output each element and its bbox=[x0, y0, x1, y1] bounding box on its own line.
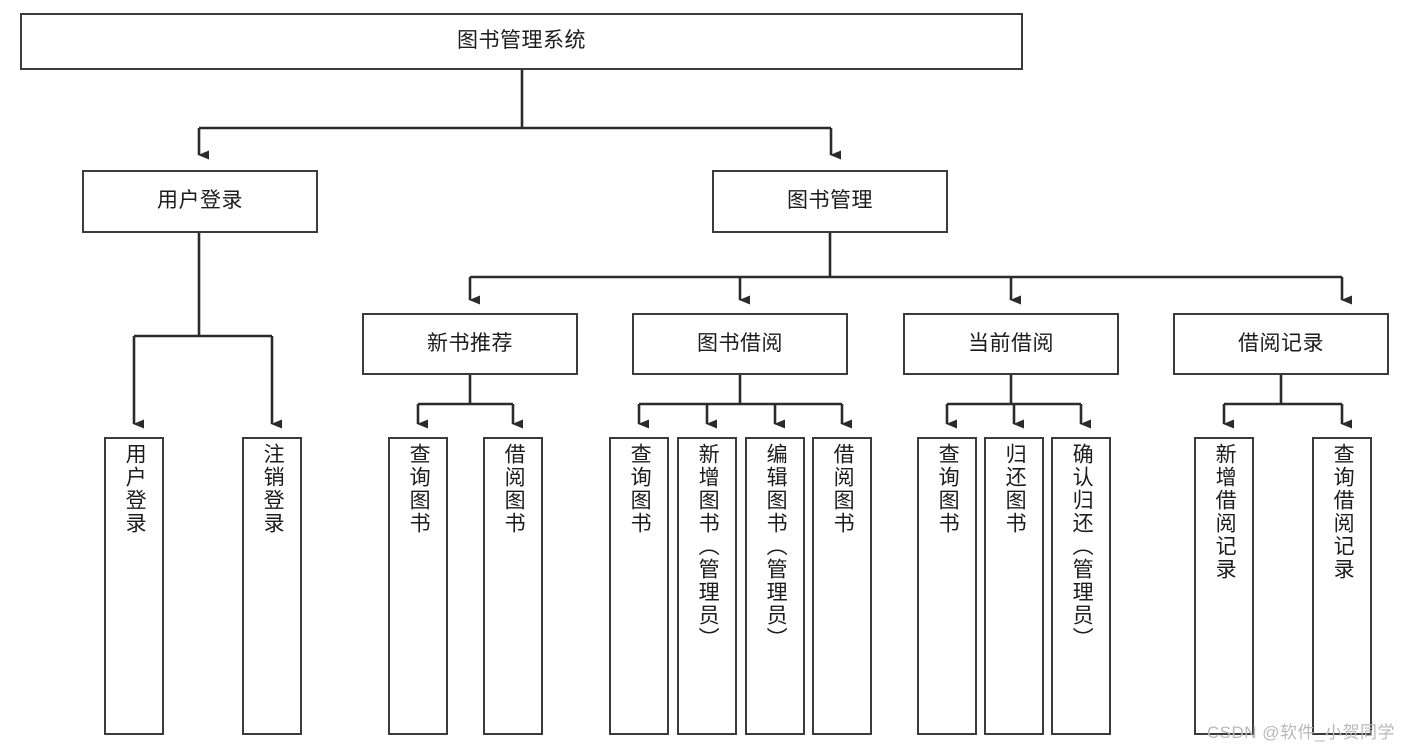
node-label: 用户登录 bbox=[157, 189, 243, 213]
node-label: 新增借阅记录 bbox=[1213, 443, 1237, 581]
leaf-borrow-borrow-book[interactable]: 借阅图书 bbox=[812, 437, 872, 735]
node-label: 查询借阅记录 bbox=[1331, 443, 1355, 581]
leaf-current-query-book[interactable]: 查询图书 bbox=[917, 437, 977, 735]
node-label: 用户登录 bbox=[123, 443, 147, 535]
node-label: 新增图书（管理员） bbox=[696, 443, 720, 650]
node-label: 图书管理 bbox=[787, 189, 873, 213]
node-label: 当前借阅 bbox=[968, 331, 1054, 355]
node-label: 图书管理系统 bbox=[457, 29, 586, 53]
node-new-book-recommend[interactable]: 新书推荐 bbox=[362, 313, 578, 375]
node-borrow-record[interactable]: 借阅记录 bbox=[1173, 313, 1389, 375]
leaf-record-add-borrow-record[interactable]: 新增借阅记录 bbox=[1194, 437, 1254, 735]
leaf-record-query-borrow-record[interactable]: 查询借阅记录 bbox=[1312, 437, 1372, 735]
leaf-user-logout[interactable]: 注销登录 bbox=[242, 437, 302, 735]
node-user-login[interactable]: 用户登录 bbox=[82, 170, 318, 233]
leaf-user-login[interactable]: 用户登录 bbox=[104, 437, 164, 735]
node-label: 查询图书 bbox=[936, 443, 960, 535]
node-label: 借阅图书 bbox=[831, 443, 855, 535]
node-label: 查询图书 bbox=[407, 443, 431, 535]
node-label: 新书推荐 bbox=[427, 331, 513, 355]
leaf-current-return-book[interactable]: 归还图书 bbox=[984, 437, 1044, 735]
node-current-borrow[interactable]: 当前借阅 bbox=[903, 313, 1119, 375]
leaf-current-confirm-return-admin[interactable]: 确认归还（管理员） bbox=[1051, 437, 1111, 735]
node-label: 确认归还（管理员） bbox=[1070, 443, 1094, 650]
node-label: 图书借阅 bbox=[697, 331, 783, 355]
node-label: 归还图书 bbox=[1003, 443, 1027, 535]
leaf-borrow-add-book-admin[interactable]: 新增图书（管理员） bbox=[677, 437, 737, 735]
node-label: 借阅图书 bbox=[502, 443, 526, 535]
node-label: 编辑图书（管理员） bbox=[764, 443, 788, 650]
node-book-borrow[interactable]: 图书借阅 bbox=[632, 313, 848, 375]
leaf-recommend-query-book[interactable]: 查询图书 bbox=[388, 437, 448, 735]
csdn-watermark: CSDN @软件_小贺同学 bbox=[1206, 723, 1395, 742]
node-label: 借阅记录 bbox=[1238, 331, 1324, 355]
leaf-recommend-borrow-book[interactable]: 借阅图书 bbox=[483, 437, 543, 735]
node-label: 注销登录 bbox=[261, 443, 285, 535]
leaf-borrow-query-book[interactable]: 查询图书 bbox=[609, 437, 669, 735]
leaf-borrow-edit-book-admin[interactable]: 编辑图书（管理员） bbox=[745, 437, 805, 735]
node-book-management[interactable]: 图书管理 bbox=[712, 170, 948, 233]
node-label: 查询图书 bbox=[628, 443, 652, 535]
node-root-system[interactable]: 图书管理系统 bbox=[20, 13, 1023, 70]
